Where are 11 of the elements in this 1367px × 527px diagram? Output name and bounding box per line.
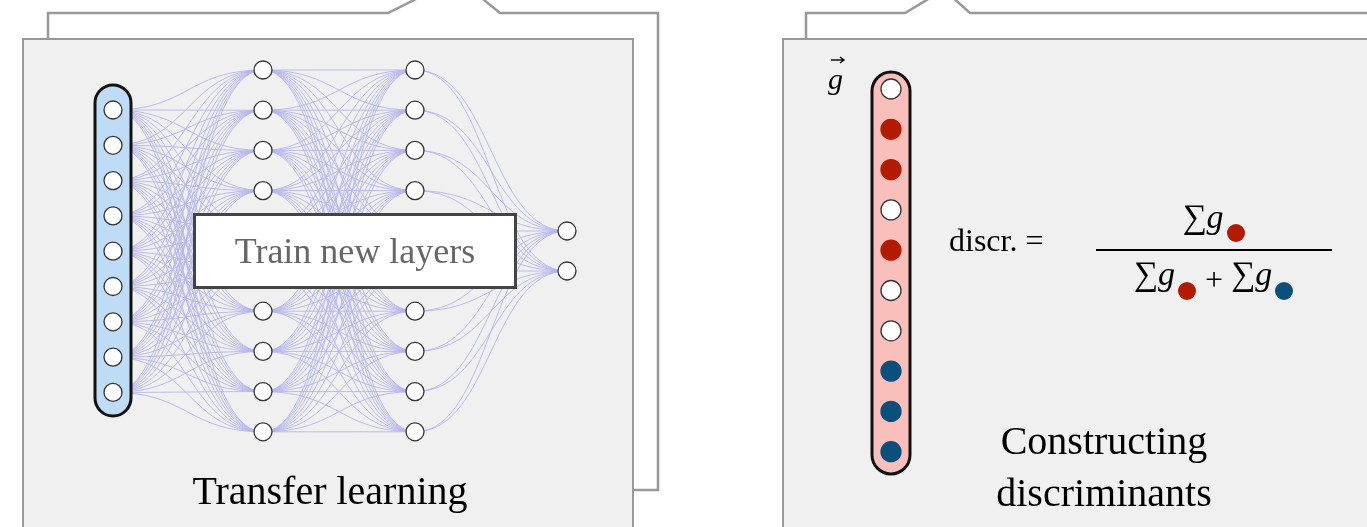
label-box: Train new layers: [193, 213, 517, 289]
formula-text: discr. =: [949, 224, 1044, 256]
panel: [22, 38, 634, 527]
formula-text: ∑g: [1231, 257, 1295, 301]
panel-title: Transfer learning: [191, 467, 469, 515]
formula-text: ∑g: [1182, 200, 1246, 244]
formula-text: +: [1204, 262, 1223, 295]
panel: [782, 38, 1367, 527]
vector-symbol: g: [828, 64, 843, 94]
panel-title: Constructing discriminants: [995, 417, 1213, 517]
formula-text: ∑g: [1133, 257, 1197, 301]
